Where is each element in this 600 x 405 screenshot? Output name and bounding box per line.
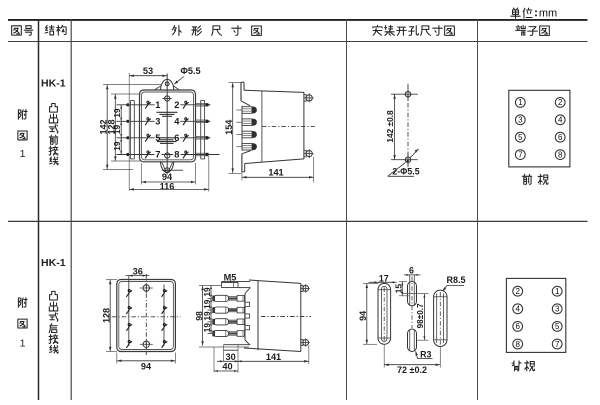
svg-text:4: 4: [174, 117, 180, 127]
svg-text:8: 8: [515, 340, 520, 349]
svg-text:1: 1: [20, 148, 26, 160]
svg-text:2-Φ5.5: 2-Φ5.5: [392, 166, 419, 176]
svg-text:19: 19: [203, 299, 212, 309]
svg-text:141: 141: [266, 352, 281, 362]
svg-text:19: 19: [203, 311, 212, 321]
svg-text:19: 19: [113, 108, 122, 118]
svg-text:94: 94: [141, 362, 152, 372]
svg-text:6: 6: [409, 265, 414, 275]
svg-text:128: 128: [101, 308, 111, 323]
svg-text:2: 2: [515, 287, 520, 296]
svg-text:R3: R3: [420, 349, 431, 359]
svg-text:6: 6: [558, 133, 563, 142]
svg-text:3: 3: [155, 117, 160, 127]
svg-text:7: 7: [155, 150, 160, 160]
svg-text:2: 2: [174, 100, 179, 110]
svg-text:15: 15: [394, 284, 404, 294]
svg-text:98: 98: [194, 311, 204, 321]
svg-text:19: 19: [113, 125, 122, 135]
svg-text:1: 1: [20, 338, 26, 350]
svg-text:19: 19: [203, 287, 212, 297]
svg-text:4: 4: [558, 116, 563, 125]
svg-text:1: 1: [518, 98, 523, 107]
svg-text:19: 19: [113, 141, 122, 151]
svg-text:17: 17: [379, 273, 389, 283]
svg-text:5: 5: [518, 133, 523, 142]
svg-text:R8.5: R8.5: [446, 275, 465, 285]
svg-text:36: 36: [133, 266, 143, 276]
svg-text:3: 3: [518, 116, 523, 125]
svg-text:6: 6: [515, 322, 520, 331]
svg-text:8: 8: [174, 150, 179, 160]
svg-text:53: 53: [143, 66, 153, 76]
svg-text:4: 4: [515, 305, 520, 314]
svg-text:7: 7: [555, 340, 560, 349]
svg-text:HK-1: HK-1: [41, 78, 66, 90]
svg-text:128: 128: [107, 119, 117, 134]
svg-text:94: 94: [358, 311, 368, 321]
svg-text:98±0.7: 98±0.7: [416, 303, 425, 328]
svg-text:40: 40: [222, 362, 232, 372]
svg-text:94: 94: [162, 172, 173, 182]
svg-text:30: 30: [225, 352, 235, 362]
svg-text:1: 1: [155, 100, 160, 110]
svg-text:7: 7: [518, 150, 523, 159]
svg-text:141: 141: [268, 168, 283, 178]
svg-text:5: 5: [555, 322, 560, 331]
svg-text:2: 2: [558, 98, 563, 107]
svg-text:HK-1: HK-1: [41, 257, 66, 269]
svg-text:116: 116: [160, 181, 175, 191]
svg-text:1: 1: [555, 287, 560, 296]
svg-text:8: 8: [558, 150, 563, 159]
svg-text:mm: mm: [539, 8, 557, 20]
svg-text:M5: M5: [224, 272, 237, 282]
svg-text:142 ±0.8: 142 ±0.8: [385, 110, 395, 143]
svg-text:142: 142: [99, 119, 109, 134]
svg-text:6: 6: [174, 133, 179, 143]
svg-text:Φ5.5: Φ5.5: [180, 66, 200, 76]
svg-text:72 ±0.2: 72 ±0.2: [397, 365, 427, 375]
svg-text:3: 3: [555, 305, 560, 314]
svg-text:19: 19: [203, 323, 212, 333]
svg-text:154: 154: [224, 120, 234, 135]
